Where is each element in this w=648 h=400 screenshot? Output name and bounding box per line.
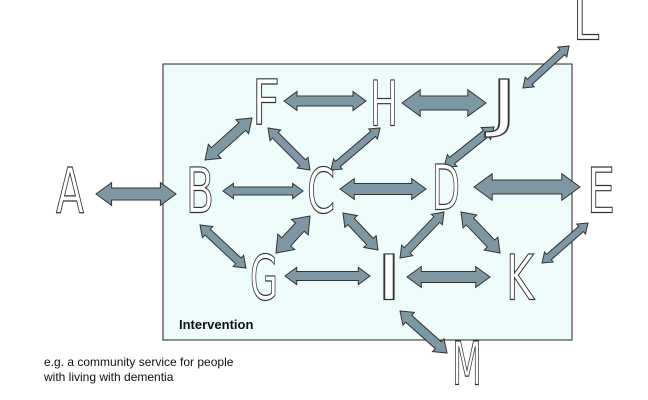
arrow-a-b (95, 181, 177, 207)
caption-line-1: e.g. a community service for people (44, 355, 234, 369)
node-h: H (370, 68, 398, 141)
arrow-f-c (267, 127, 311, 171)
node-b: B (186, 155, 214, 228)
arrow-h-c (330, 127, 381, 171)
arrow-f-h (283, 90, 367, 112)
node-i: I (375, 242, 403, 315)
node-j: J (484, 67, 518, 140)
arrow-i-m (399, 310, 448, 354)
node-g: G (250, 242, 278, 315)
arrow-h-j (401, 88, 487, 118)
arrow-c-i (342, 212, 379, 251)
arrow-i-k (406, 265, 491, 289)
node-c: C (307, 155, 335, 228)
intervention-label: Intervention (179, 317, 253, 332)
node-k: K (506, 242, 536, 315)
node-e: E (587, 155, 615, 228)
arrow-c-d (339, 177, 427, 201)
node-d: D (432, 152, 460, 225)
arrow-d-k (460, 211, 501, 254)
arrow-d-e (473, 172, 581, 202)
arrow-j-l (522, 45, 570, 89)
arrow-g-i (284, 266, 371, 286)
intervention-box (162, 63, 573, 341)
node-f: F (252, 67, 280, 140)
node-m: M (452, 331, 482, 400)
node-a: A (56, 155, 84, 228)
arrow-c-g (275, 215, 311, 254)
arrow-b-f (204, 117, 253, 161)
node-l: L (573, 0, 599, 55)
nodes-layer: A B C D E F G H I J K L M (55, 0, 615, 400)
caption: e.g. a community service for people with… (44, 355, 233, 385)
arrows-layer (95, 45, 589, 354)
arrow-j-d (443, 126, 495, 168)
arrow-b-c (222, 182, 304, 200)
arrow-d-i (399, 211, 445, 259)
arrow-k-e (541, 222, 589, 264)
arrow-b-g (199, 224, 247, 269)
caption-line-2: with living with dementia (44, 370, 174, 384)
